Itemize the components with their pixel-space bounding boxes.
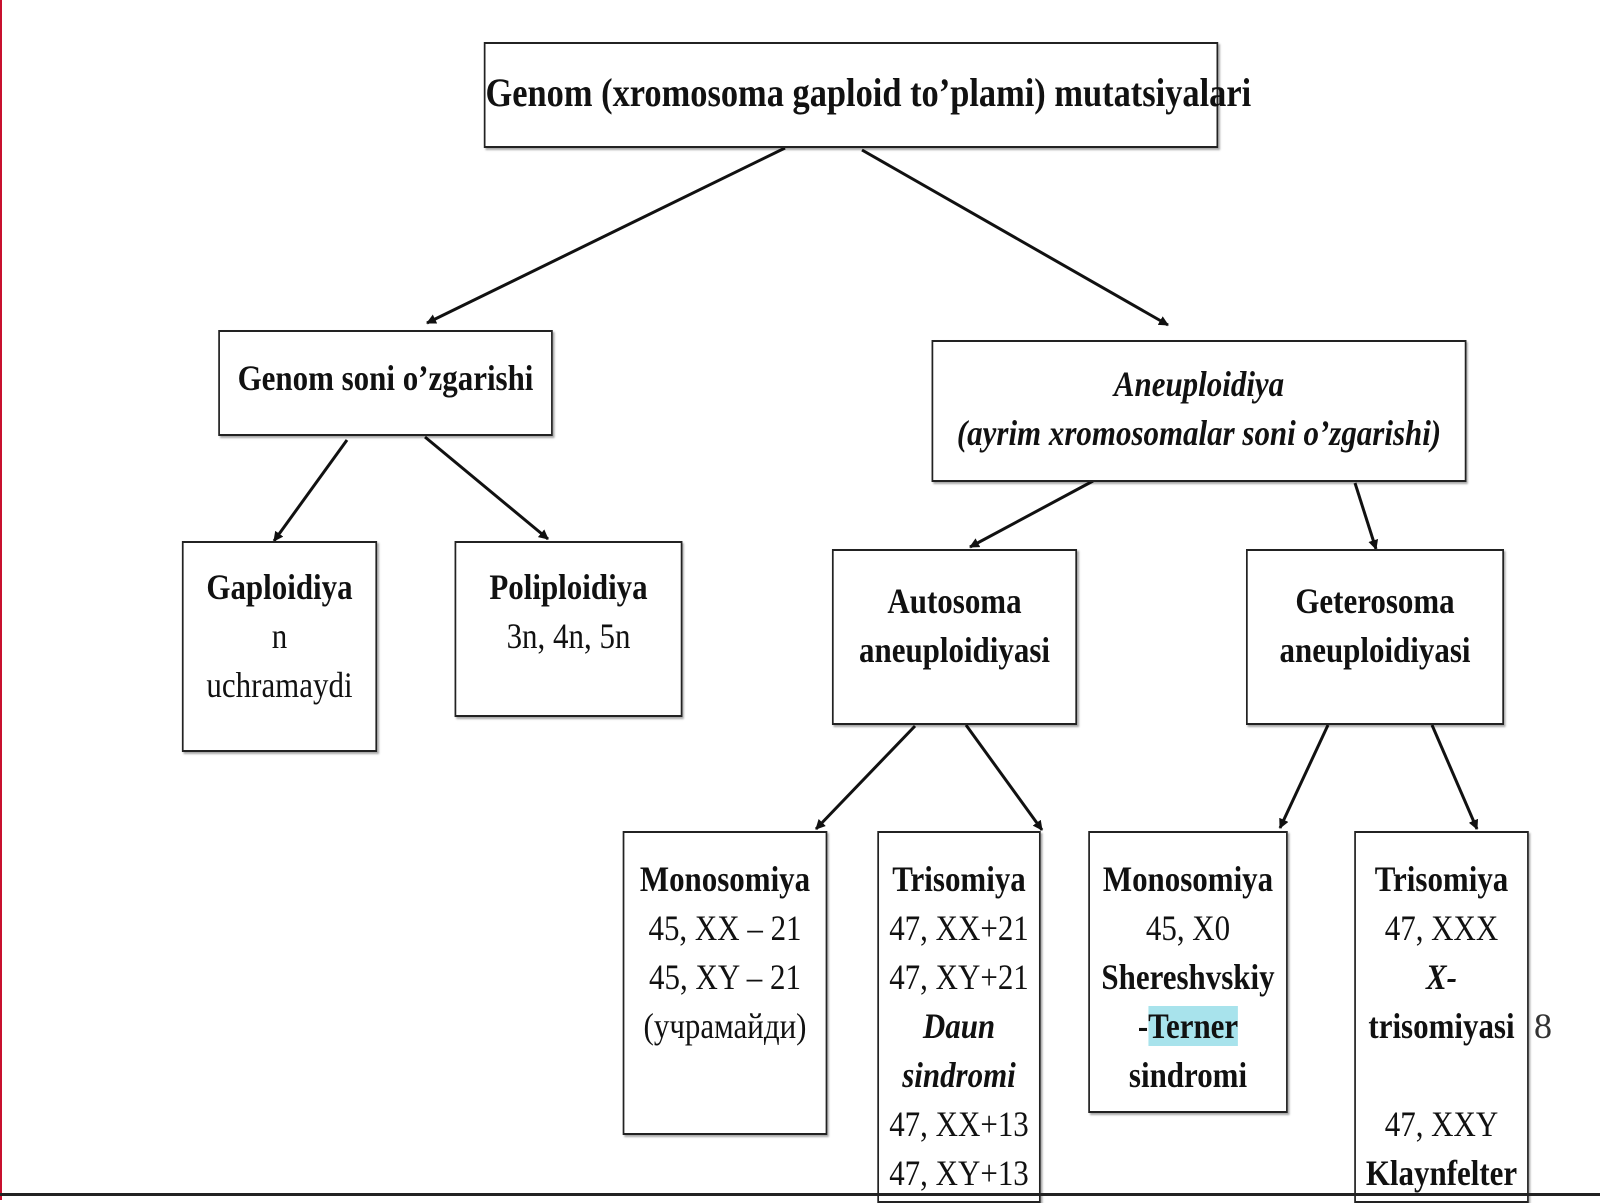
node-autosomal-monosomy: Monosomiya 45, XX – 21 45, XY – 21 (учра…	[622, 831, 828, 1135]
hetero-trisomy-title: Trisomiya	[1374, 859, 1509, 899]
hetero-trisomy-syndrome2: Klaynfelter	[1365, 1153, 1518, 1193]
auto-trisomy-karyotype2: 47, XY+21	[889, 957, 1029, 997]
edge-autosomal-to-trisomy	[964, 724, 1044, 831]
haploidy-note: uchramaydi	[206, 665, 353, 705]
auto-monosomy-note: (учрамайди)	[643, 1006, 807, 1046]
node-haploidy: Gaploidiya n uchramaydi	[181, 541, 378, 752]
bottom-border	[0, 1193, 1600, 1196]
auto-trisomy-karyotype3: 47, XX+13	[889, 1104, 1029, 1144]
autosomal-line2: aneuploidiyasi	[858, 630, 1051, 670]
edge-heterosomal-to-trisomy	[1430, 724, 1479, 830]
node-polyploidy: Poliploidiya 3n, 4n, 5n	[454, 541, 683, 717]
aneuploidy-title: Aneuploidiya	[1113, 364, 1285, 404]
root-title: Genom (xromosoma gaploid to’plami) mutat…	[485, 70, 1252, 115]
edge-autosomal-to-monosomy	[814, 724, 917, 831]
hetero-trisomy-syndrome-line2: trisomiyasi	[1368, 1006, 1515, 1046]
node-heterosomal-aneuploidy: Geterosoma aneuploidiyasi	[1246, 549, 1504, 725]
hetero-monosomy-karyotype: 45, X0	[1145, 908, 1231, 948]
node-heterosomal-trisomy: Trisomiya 47, XXX X- trisomiyasi 47, XXY…	[1354, 831, 1529, 1203]
edge-aneuploidy-to-autosomal	[969, 479, 1094, 549]
edge-genome-number-to-polyploidy	[424, 435, 549, 541]
hetero-trisomy-karyotype1: 47, XXX	[1384, 908, 1499, 948]
auto-trisomy-title: Trisomiya	[892, 859, 1026, 899]
haploidy-n: n	[271, 616, 288, 656]
polyploidy-values: 3n, 4n, 5n	[506, 616, 631, 656]
haploidy-title: Gaploidiya	[206, 567, 353, 607]
root-node-genome-mutations: Genom (xromosoma gaploid to’plami) mutat…	[483, 42, 1252, 148]
node-genome-number-change: Genom soni o’zgarishi	[218, 330, 553, 436]
hetero-trisomy-syndrome-line1: X-	[1426, 957, 1457, 997]
auto-monosomy-karyotype2: 45, XY – 21	[649, 957, 801, 997]
aneuploidy-subtitle: (ayrim xromosomalar soni o’zgarishi)	[956, 413, 1442, 453]
edge-heterosomal-to-monosomy	[1278, 724, 1330, 829]
auto-monosomy-title: Monosomiya	[639, 859, 811, 899]
left-margin-rule	[0, 0, 2, 1200]
auto-trisomy-syndrome-line2: sindromi	[902, 1055, 1016, 1095]
node-aneuploidy: Aneuploidiya (ayrim xromosomalar soni o’…	[931, 340, 1467, 482]
hetero-trisomy-karyotype2: 47, XXY	[1384, 1104, 1499, 1144]
hetero-monosomy-title: Monosomiya	[1102, 859, 1274, 899]
node-autosomal-trisomy: Trisomiya 47, XX+21 47, XY+21 Daun sindr…	[877, 831, 1041, 1203]
page-number: 8	[1534, 1006, 1552, 1046]
polyploidy-title: Poliploidiya	[489, 567, 648, 607]
edge-root-to-genome-number	[426, 146, 786, 325]
heterosomal-line2: aneuploidiyasi	[1279, 630, 1471, 670]
autosomal-line1: Autosoma	[887, 581, 1022, 621]
auto-trisomy-karyotype1: 47, XX+21	[889, 908, 1029, 948]
auto-trisomy-karyotype4: 47, XY+13	[889, 1153, 1029, 1193]
node-heterosomal-monosomy: Monosomiya 45, X0 Shereshvskiy -Terner s…	[1088, 831, 1288, 1113]
auto-monosomy-karyotype1: 45, XX – 21	[648, 908, 802, 948]
hetero-monosomy-syndrome-line3: sindromi	[1128, 1055, 1248, 1095]
hetero-trisomy-spacer	[1356, 1051, 1527, 1100]
edge-genome-number-to-haploidy	[272, 439, 349, 542]
hetero-monosomy-highlight-terner: Terner	[1148, 1006, 1239, 1046]
edge-aneuploidy-to-heterosomal	[1353, 482, 1379, 550]
hetero-monosomy-syndrome-line1: Shereshvskiy	[1101, 957, 1275, 997]
hetero-monosomy-syndrome-line2: -Terner	[1090, 1002, 1286, 1051]
heterosomal-line1: Geterosoma	[1295, 581, 1455, 621]
auto-trisomy-syndrome-line1: Daun	[922, 1006, 996, 1046]
hetero-monosomy-dash: -	[1137, 1006, 1149, 1046]
genome-number-title: Genom soni o’zgarishi	[237, 358, 534, 398]
node-autosomal-aneuploidy: Autosoma aneuploidiyasi	[831, 549, 1078, 725]
edge-root-to-aneuploidy	[861, 148, 1169, 327]
